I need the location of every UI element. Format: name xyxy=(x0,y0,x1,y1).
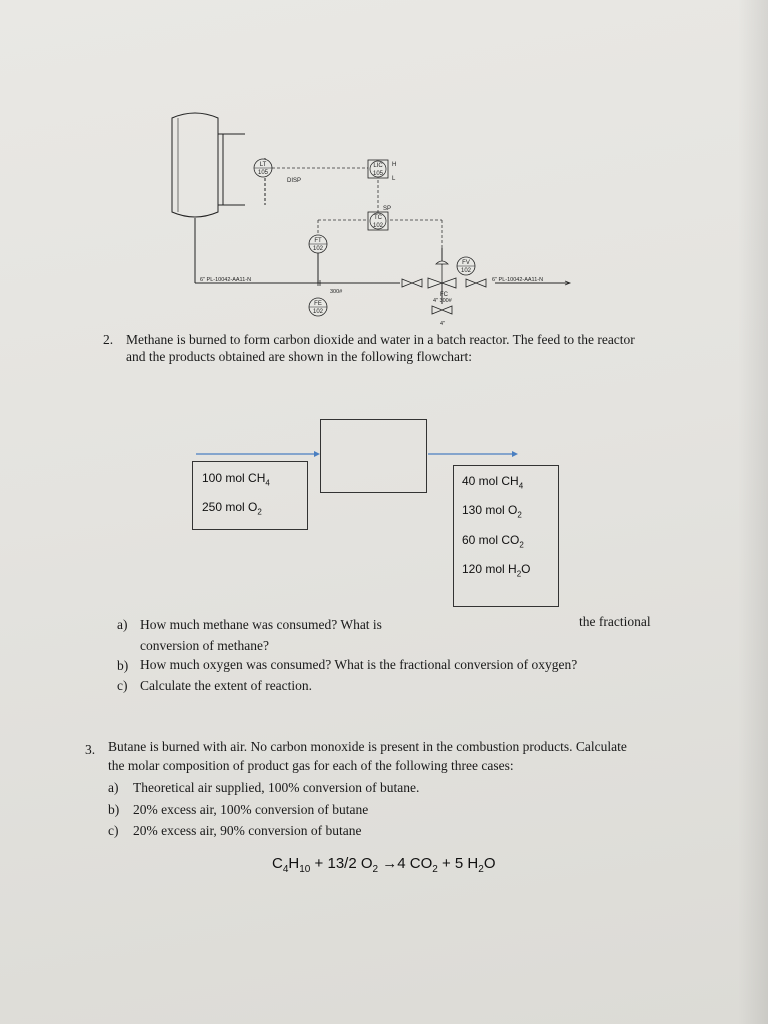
q2-b-text: How much oxygen was consumed? What is th… xyxy=(140,657,578,672)
pid-diagram: LT 105 DISP LIC 105 H L SP TC 102 FT 102… xyxy=(171,112,572,327)
line-number-left: 6" PL-10042-AA11-N xyxy=(200,277,251,283)
disp-label: DISP xyxy=(287,178,301,184)
vessel xyxy=(171,112,219,218)
gate-valves xyxy=(317,278,572,315)
svg-text:FE: FE xyxy=(314,301,322,307)
product-co2: 60 mol CO2 xyxy=(462,533,524,550)
q2-number: 2. xyxy=(103,332,114,347)
q2-a-text: How much methane was consumed? What is xyxy=(140,617,382,632)
q3-b-text: 20% excess air, 100% conversion of butan… xyxy=(133,802,369,817)
h-label: H xyxy=(392,162,396,168)
fe-102-bubble: FE 102 xyxy=(308,297,328,317)
tc-102-bubble: TC 102 xyxy=(367,211,389,231)
svg-text:102: 102 xyxy=(373,223,384,229)
q3-a-text: Theoretical air supplied, 100% conversio… xyxy=(133,780,420,795)
svg-text:102: 102 xyxy=(313,309,324,315)
q2-text-line1: Methane is burned to form carbon dioxide… xyxy=(126,332,635,347)
feed-box xyxy=(192,461,308,530)
q3-b-label: b) xyxy=(108,802,120,817)
product-box xyxy=(453,465,559,607)
q3-c-text: 20% excess air, 90% conversion of butane xyxy=(133,823,362,838)
q2-a-line2: conversion of methane? xyxy=(140,638,269,653)
valve-size: 4" 300# xyxy=(433,298,453,304)
q2-c-label: c) xyxy=(117,678,128,693)
lt-105-bubble: LT 105 xyxy=(253,158,273,178)
feed-o2: 250 mol O2 xyxy=(202,500,262,517)
fv-102-bubble: FV 102 xyxy=(456,256,476,276)
q3-text-line1: Butane is burned with air. No carbon mon… xyxy=(108,739,627,754)
line-number-right: 6" PL-10042-AA11-N xyxy=(492,277,543,283)
q2-a-label: a) xyxy=(117,617,128,632)
flow-arrows xyxy=(196,451,518,457)
q3-a-label: a) xyxy=(108,780,119,795)
q3-c-label: c) xyxy=(108,823,119,838)
q2-b-label: b) xyxy=(117,658,129,673)
svg-text:TC: TC xyxy=(374,215,383,221)
svg-text:FV: FV xyxy=(462,260,470,266)
fc-label: FC xyxy=(440,292,449,298)
small-size: 4" xyxy=(440,321,445,327)
q2-text-line2: and the products obtained are shown in t… xyxy=(126,349,473,364)
ft-102-bubble: FT 102 xyxy=(308,234,328,254)
q3-text-line2: the molar composition of product gas for… xyxy=(108,758,514,773)
sp-label: SP xyxy=(383,206,391,212)
product-o2: 130 mol O2 xyxy=(462,503,522,520)
svg-text:102: 102 xyxy=(461,268,472,274)
l-label: L xyxy=(392,176,396,182)
svg-text:FT: FT xyxy=(314,238,322,244)
combustion-equation: C4H10 + 13/2 O2 →4 CO2 + 5 H2O xyxy=(272,855,496,875)
q2-c-text: Calculate the extent of reaction. xyxy=(140,678,313,693)
svg-text:102: 102 xyxy=(313,246,324,252)
q2-a-text-right: the fractional xyxy=(579,614,651,629)
product-h2o: 120 mol H2O xyxy=(462,562,531,579)
svg-text:105: 105 xyxy=(258,170,269,176)
product-ch4: 40 mol CH4 xyxy=(462,474,524,491)
page-shadow xyxy=(738,0,768,1024)
svg-text:105: 105 xyxy=(373,171,384,177)
lic-105-bubble: LIC 105 xyxy=(367,159,389,179)
feed-ch4: 100 mol CH4 xyxy=(202,471,270,488)
q3-number: 3. xyxy=(85,742,96,757)
svg-text:LIC: LIC xyxy=(373,163,383,169)
svg-text:LT: LT xyxy=(260,162,267,168)
reactor-box xyxy=(320,419,427,493)
control-valve xyxy=(427,260,457,289)
pipe-rating: 300# xyxy=(330,289,343,295)
